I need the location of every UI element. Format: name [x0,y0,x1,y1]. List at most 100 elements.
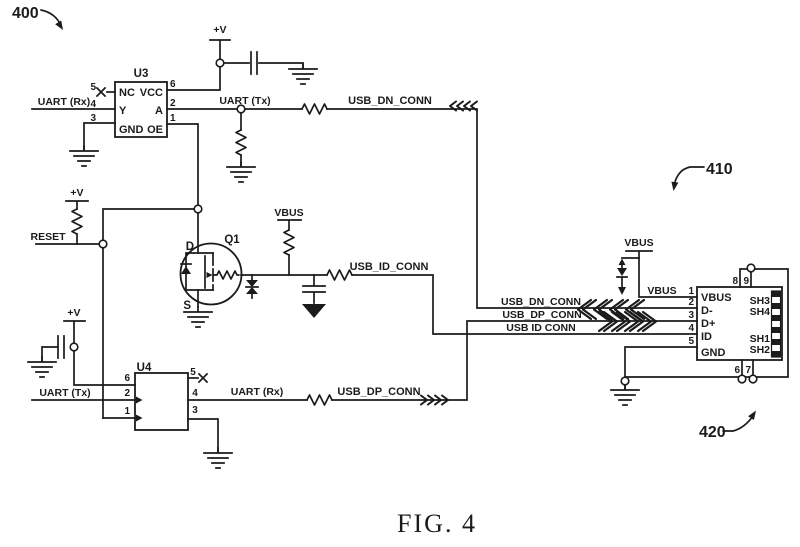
ref-410-arrow [673,166,705,188]
net-usb-dn-top: USB_DN_CONN [348,95,432,107]
reset-network: +V RESET [30,123,203,419]
net-usb-dn-conn: USB_DN_CONN [501,296,581,308]
cap-gnd-wire [258,62,304,69]
u3-pin3-wire [83,122,116,151]
u3-pin-nc: NC [119,87,135,99]
usb-id-wire [240,274,698,335]
uart-rx-input: UART (Rx) [31,96,116,110]
ground-icon [288,63,318,85]
q1-body-circle [179,242,243,306]
resistor-icon [326,269,353,281]
ref-410: 410 [706,161,733,178]
conn-label-sh1: SH1 [750,333,771,345]
q1-series-zigzag [212,270,240,280]
net-usb-dp-bottom: USB_DP_CONN [337,386,420,398]
u4-num-1: 1 [124,406,130,417]
ground-icon [610,384,640,406]
reset-branch-wires [102,208,199,419]
input-arrow-icon [136,396,143,404]
vbus-net-label: VBUS [647,285,676,297]
u4-num-3: 3 [192,405,198,416]
junction-dot [98,239,108,249]
conn-num-5: 5 [688,336,694,347]
u4-body [134,372,189,431]
plus-v-label-u3: +V [213,24,226,36]
u4-num-5: 5 [190,367,196,378]
u3-num-6: 6 [170,79,176,90]
u4-name: U4 [137,362,152,374]
esd-diode-icon [616,258,628,295]
conn-label-id: ID [701,331,712,343]
usb-connector: VBUS D- D+ ID GND SH3 SH4 SH1 SH2 1 2 3 … [610,263,789,406]
plus-v-label-u4: +V [67,307,80,319]
usb-dp-net: UART (Rx) USB_DP_CONN [187,320,698,406]
shield-pin-bar [770,290,782,358]
chevron-arrows-right-large [597,310,658,333]
u3-pin-y: Y [119,105,127,117]
input-arrow-icon [136,414,143,422]
conn-label-sh2: SH2 [750,344,771,356]
ground-icon [69,145,99,167]
no-connect-x-icon [95,86,107,98]
junction-dot [748,374,758,384]
q1-source-label: S [183,300,191,312]
u4-num-4: 4 [192,388,198,399]
vbus-pullup-wire [277,219,302,276]
ground-icon [226,161,256,183]
usb-dn-wire [166,108,698,309]
plus-v-label-reset: +V [70,187,83,199]
u4-vcc-wire [63,320,136,386]
usb-id-net: VBUS USB_ID_CONN [240,207,698,335]
body-diode-icon [181,266,191,274]
resistor-icon [306,394,333,406]
oe-wire [166,123,199,254]
u3-num-4: 4 [90,99,96,110]
u3-power: +V [166,24,318,91]
u3-name: U3 [134,68,149,80]
resistor-icon [235,129,247,156]
conn-gnd-wire [624,346,698,390]
conn-num-6: 6 [734,365,740,376]
conn-num-9: 9 [743,276,749,287]
arrowhead-icon [55,20,63,30]
u4-power: +V [27,307,136,386]
ref-400: 400 [12,5,39,22]
no-connect-x-icon [197,372,209,384]
u3-chip: U3 NC VCC Y A GND OE 5 4 3 6 2 1 [69,68,176,167]
conn-label-dminus: D- [701,305,713,317]
u4-chip: U4 6 2 1 5 4 3 UART (Tx) [31,362,233,469]
conn-num-1: 1 [688,286,694,297]
shield-loop-wires [624,268,789,378]
usb-dn-net: UART (Tx) USB_DN_CONN [166,95,698,309]
ground-icon [203,447,233,469]
conn-label-sh4: SH4 [750,306,771,318]
vbus-label-q1: VBUS [274,207,303,219]
conn-label-gnd: GND [701,347,726,359]
arrowhead-icon [671,181,679,191]
ground-triangle-icon [302,304,326,318]
capacitor-icon [57,335,65,359]
vbus-connector-supply: VBUS VBUS [616,237,698,298]
u3-pin-oe: OE [147,124,163,136]
chevron-arrows-right-small [420,394,449,406]
ref-420: 420 [699,424,726,441]
conn-num-4: 4 [688,323,694,334]
junction-dot [215,58,225,68]
junction-dot [193,204,203,214]
junction-dot [746,263,756,273]
pullup-wire [65,200,89,245]
junction-dot [620,376,630,386]
u4-num-6: 6 [124,373,130,384]
resistor-icon [301,103,328,115]
conn-label-vbus: VBUS [701,292,732,304]
capacitor-icon [250,51,258,75]
u4-pin3-wire [187,418,219,453]
junction-dot [236,104,246,114]
net-reset: RESET [30,231,66,243]
q1-body-arrow [206,272,213,278]
u4-num-2: 2 [124,388,130,399]
conn-label-dplus: D+ [701,318,715,330]
usb-dp-wire [187,320,698,401]
vbus-supply-label: VBUS [624,237,653,249]
